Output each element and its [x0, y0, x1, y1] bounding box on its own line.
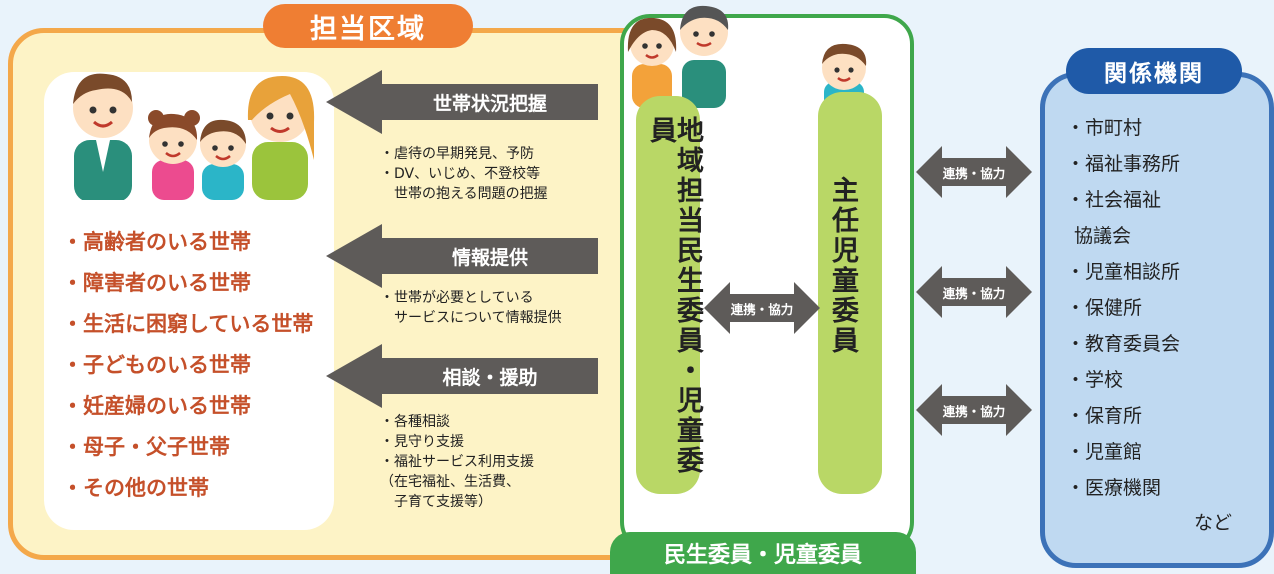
family-illustration	[73, 73, 315, 200]
organization-item: ・保育所	[1066, 405, 1143, 427]
action-notes: ・各種相談 ・見守り支援 ・福祉サービス利用支援 （在宅福祉、生活費、 子育て支…	[380, 414, 534, 510]
organization-item: ・保健所	[1066, 297, 1143, 319]
household-item: ・その他の世帯	[62, 476, 209, 500]
cooperation-label: 連携・協力	[942, 285, 1006, 301]
area-title: 担当区域	[263, 4, 473, 48]
organization-item: ・社会福祉	[1066, 189, 1162, 211]
organizations-list: ・市町村 ・福祉事務所 ・社会福祉 協議会 ・児童相談所 ・保健所 ・教育委員会…	[1066, 110, 1180, 506]
household-item: ・妊産婦のいる世帯	[62, 394, 251, 418]
household-item: ・障害者のいる世帯	[62, 271, 251, 295]
organization-item: ・福祉事務所	[1066, 153, 1181, 175]
cooperation-label: 連携・協力	[942, 403, 1006, 419]
action-label: 相談・援助	[442, 366, 538, 389]
household-item: ・子どものいる世帯	[62, 353, 251, 377]
organization-item: ・学校	[1066, 369, 1124, 391]
household-list: ・高齢者のいる世帯 ・障害者のいる世帯 ・生活に困窮している世帯 ・子どものいる…	[62, 222, 313, 509]
organization-item: ・児童館	[1066, 441, 1143, 463]
cooperation-label: 連携・協力	[942, 165, 1006, 181]
action-label: 世帯状況把握	[432, 92, 547, 115]
regional-member-label: 地域担当民生委員・児童委員	[645, 116, 703, 476]
action-notes: ・世帯が必要としている サービスについて情報提供	[380, 290, 562, 326]
organization-item: ・市町村	[1066, 117, 1143, 139]
household-item: ・母子・父子世帯	[62, 435, 230, 459]
organizations-panel	[1040, 72, 1274, 568]
organization-item: ・医療機関	[1066, 477, 1162, 499]
organization-item: ・教育委員会	[1066, 333, 1181, 355]
members-title: 民生委員・児童委員	[610, 532, 916, 574]
organization-item: 協議会	[1074, 225, 1132, 247]
regional-member-pill	[636, 96, 700, 494]
chief-member-label: 主任児童委員	[827, 176, 858, 356]
link-label: 連携・協力	[730, 301, 794, 317]
action-notes: ・虐待の早期発見、予防 ・DV、いじめ、不登校等 世帯の抱える問題の把握	[380, 146, 548, 202]
organization-item: ・児童相談所	[1066, 261, 1181, 283]
household-item: ・生活に困窮している世帯	[62, 312, 314, 336]
chief-member-pill	[818, 92, 882, 494]
organizations-title: 関係機関	[1066, 48, 1242, 94]
action-label: 情報提供	[451, 246, 528, 269]
organizations-etc: など	[1194, 512, 1233, 534]
household-item: ・高齢者のいる世帯	[62, 230, 251, 254]
